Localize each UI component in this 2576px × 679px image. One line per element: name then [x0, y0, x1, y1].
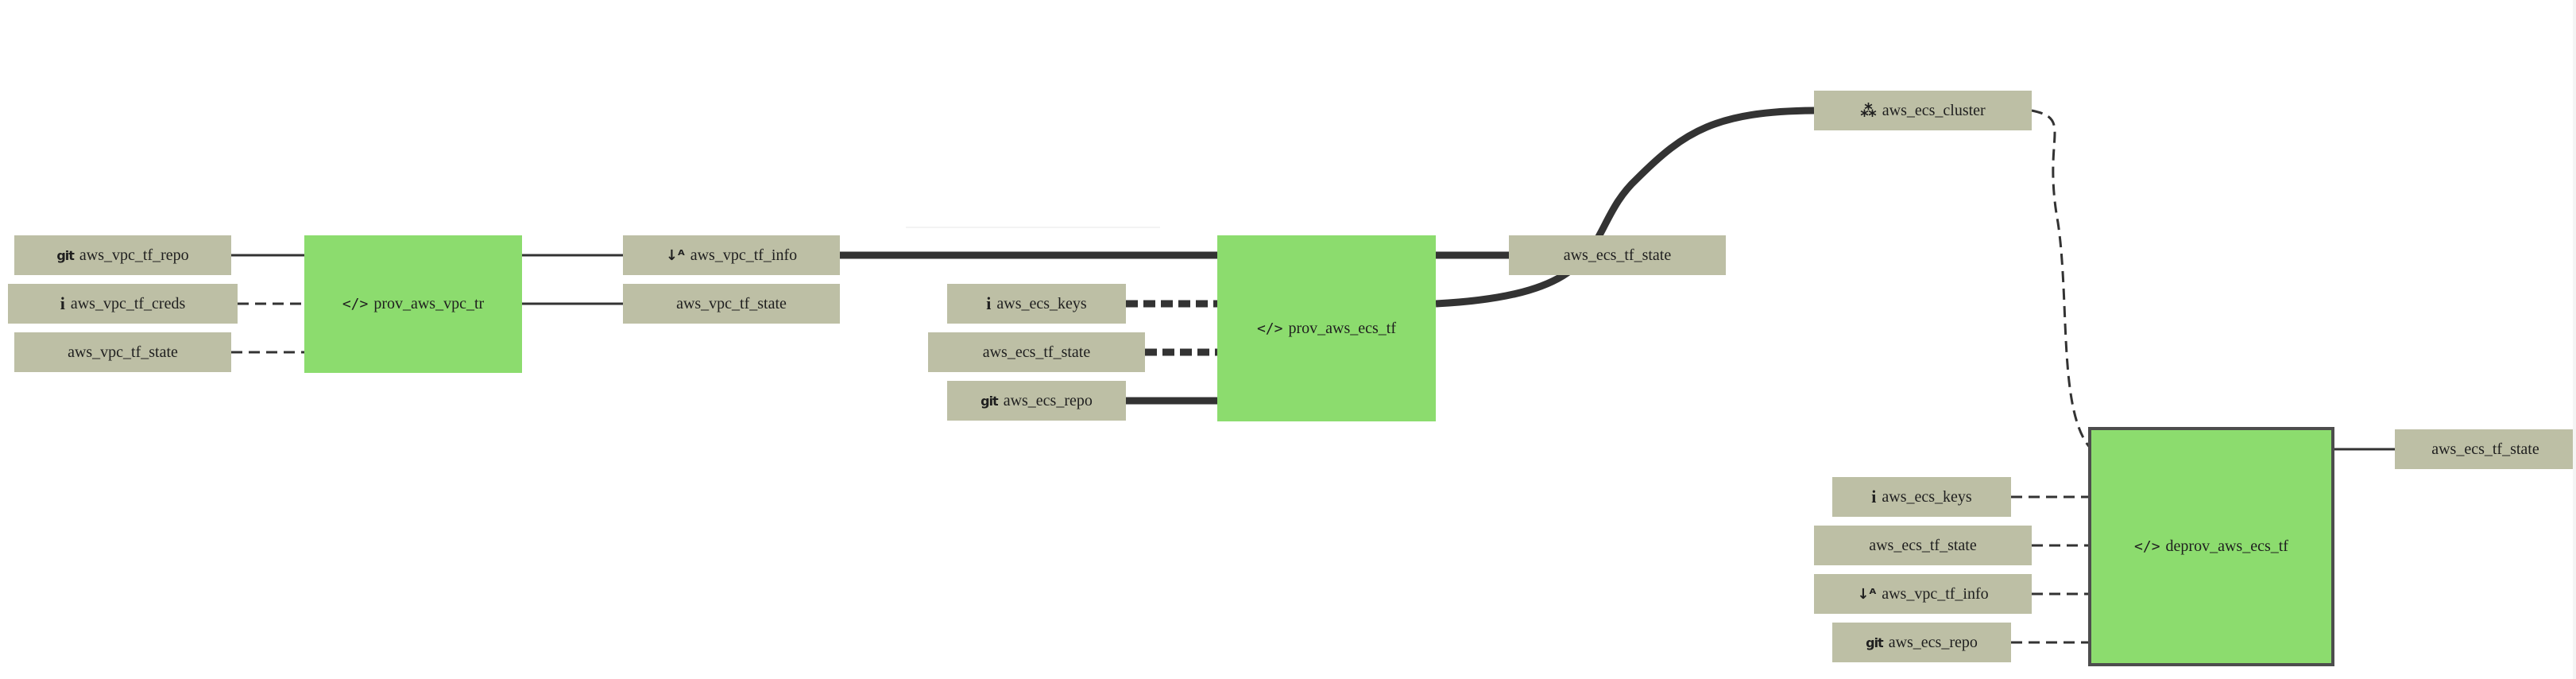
cubes-icon: ⁂ — [1860, 101, 1877, 120]
git-icon: git — [981, 393, 999, 409]
resource-aws-ecs-repo[interactable]: git aws_ecs_repo — [947, 381, 1126, 421]
job-deprov-aws-ecs-tf[interactable]: </> deprov_aws_ecs_tf — [2088, 427, 2334, 666]
sort-alpha-icon: ↓ᴬ — [665, 246, 685, 264]
job-label: deprov_aws_ecs_tf — [2165, 537, 2288, 555]
code-icon: </> — [342, 296, 369, 312]
resource-label: aws_vpc_tf_repo — [79, 246, 189, 264]
edge-ecs-cluster-to-deprov — [2031, 109, 2093, 451]
resource-aws-vpc-tf-state-input[interactable]: aws_vpc_tf_state — [14, 332, 231, 372]
info-icon: i — [60, 293, 65, 313]
resource-label: aws_vpc_tf_state — [676, 294, 787, 312]
job-label: prov_aws_ecs_tf — [1288, 319, 1397, 337]
resource-aws-ecs-tf-state-input[interactable]: aws_ecs_tf_state — [928, 332, 1145, 372]
resource-label: aws_ecs_repo — [1888, 633, 1978, 651]
resource-aws-vpc-tf-state-output[interactable]: aws_vpc_tf_state — [623, 284, 840, 324]
resource-label: aws_ecs_tf_state — [982, 343, 1091, 361]
job-prov-aws-ecs-tf[interactable]: </> prov_aws_ecs_tf — [1217, 235, 1436, 421]
code-icon: </> — [1256, 320, 1283, 337]
resource-aws-vpc-tf-creds[interactable]: i aws_vpc_tf_creds — [8, 284, 238, 324]
resource-label: aws_ecs_tf_state — [1869, 536, 1977, 554]
resource-deprov-output-aws-ecs-tf-state[interactable]: aws_ecs_tf_state — [2395, 429, 2576, 469]
resource-aws-ecs-cluster[interactable]: ⁂ aws_ecs_cluster — [1814, 91, 2032, 130]
info-icon: i — [986, 293, 992, 313]
sort-alpha-icon: ↓ᴬ — [1857, 585, 1877, 603]
resource-label: aws_ecs_tf_state — [2431, 440, 2539, 458]
resource-label: aws_ecs_keys — [996, 294, 1087, 312]
resource-label: aws_vpc_tf_info — [690, 246, 798, 264]
resource-deprov-aws-vpc-tf-info[interactable]: ↓ᴬ aws_vpc_tf_info — [1814, 574, 2032, 614]
info-icon: i — [1871, 487, 1877, 506]
resource-label: aws_ecs_tf_state — [1563, 246, 1672, 264]
job-label: prov_aws_vpc_tr — [373, 295, 485, 312]
scrollbar-track[interactable] — [2573, 0, 2576, 679]
resource-label: aws_ecs_cluster — [1882, 101, 1986, 119]
edge-prov-ecs-to-ecs-cluster — [1435, 107, 1815, 308]
resource-label: aws_vpc_tf_info — [1882, 584, 1989, 603]
resource-aws-vpc-tf-info[interactable]: ↓ᴬ aws_vpc_tf_info — [623, 235, 840, 275]
resource-label: aws_ecs_keys — [1882, 487, 1972, 506]
resource-deprov-aws-ecs-repo[interactable]: git aws_ecs_repo — [1832, 623, 2011, 662]
faint-divider — [906, 227, 1160, 228]
resource-label: aws_vpc_tf_state — [68, 343, 178, 361]
resource-aws-ecs-tf-state-output[interactable]: aws_ecs_tf_state — [1509, 235, 1726, 275]
git-icon: git — [56, 247, 75, 263]
resource-aws-ecs-keys[interactable]: i aws_ecs_keys — [947, 284, 1126, 324]
resource-deprov-aws-ecs-tf-state[interactable]: aws_ecs_tf_state — [1814, 526, 2032, 565]
resource-deprov-aws-ecs-keys[interactable]: i aws_ecs_keys — [1832, 477, 2011, 517]
resource-label: aws_vpc_tf_creds — [70, 294, 186, 312]
code-icon: </> — [2134, 538, 2160, 555]
job-prov-aws-vpc-tr[interactable]: </> prov_aws_vpc_tr — [304, 235, 522, 373]
resource-aws-vpc-tf-repo[interactable]: git aws_vpc_tf_repo — [14, 235, 231, 275]
git-icon: git — [1866, 634, 1884, 650]
resource-label: aws_ecs_repo — [1003, 391, 1093, 409]
